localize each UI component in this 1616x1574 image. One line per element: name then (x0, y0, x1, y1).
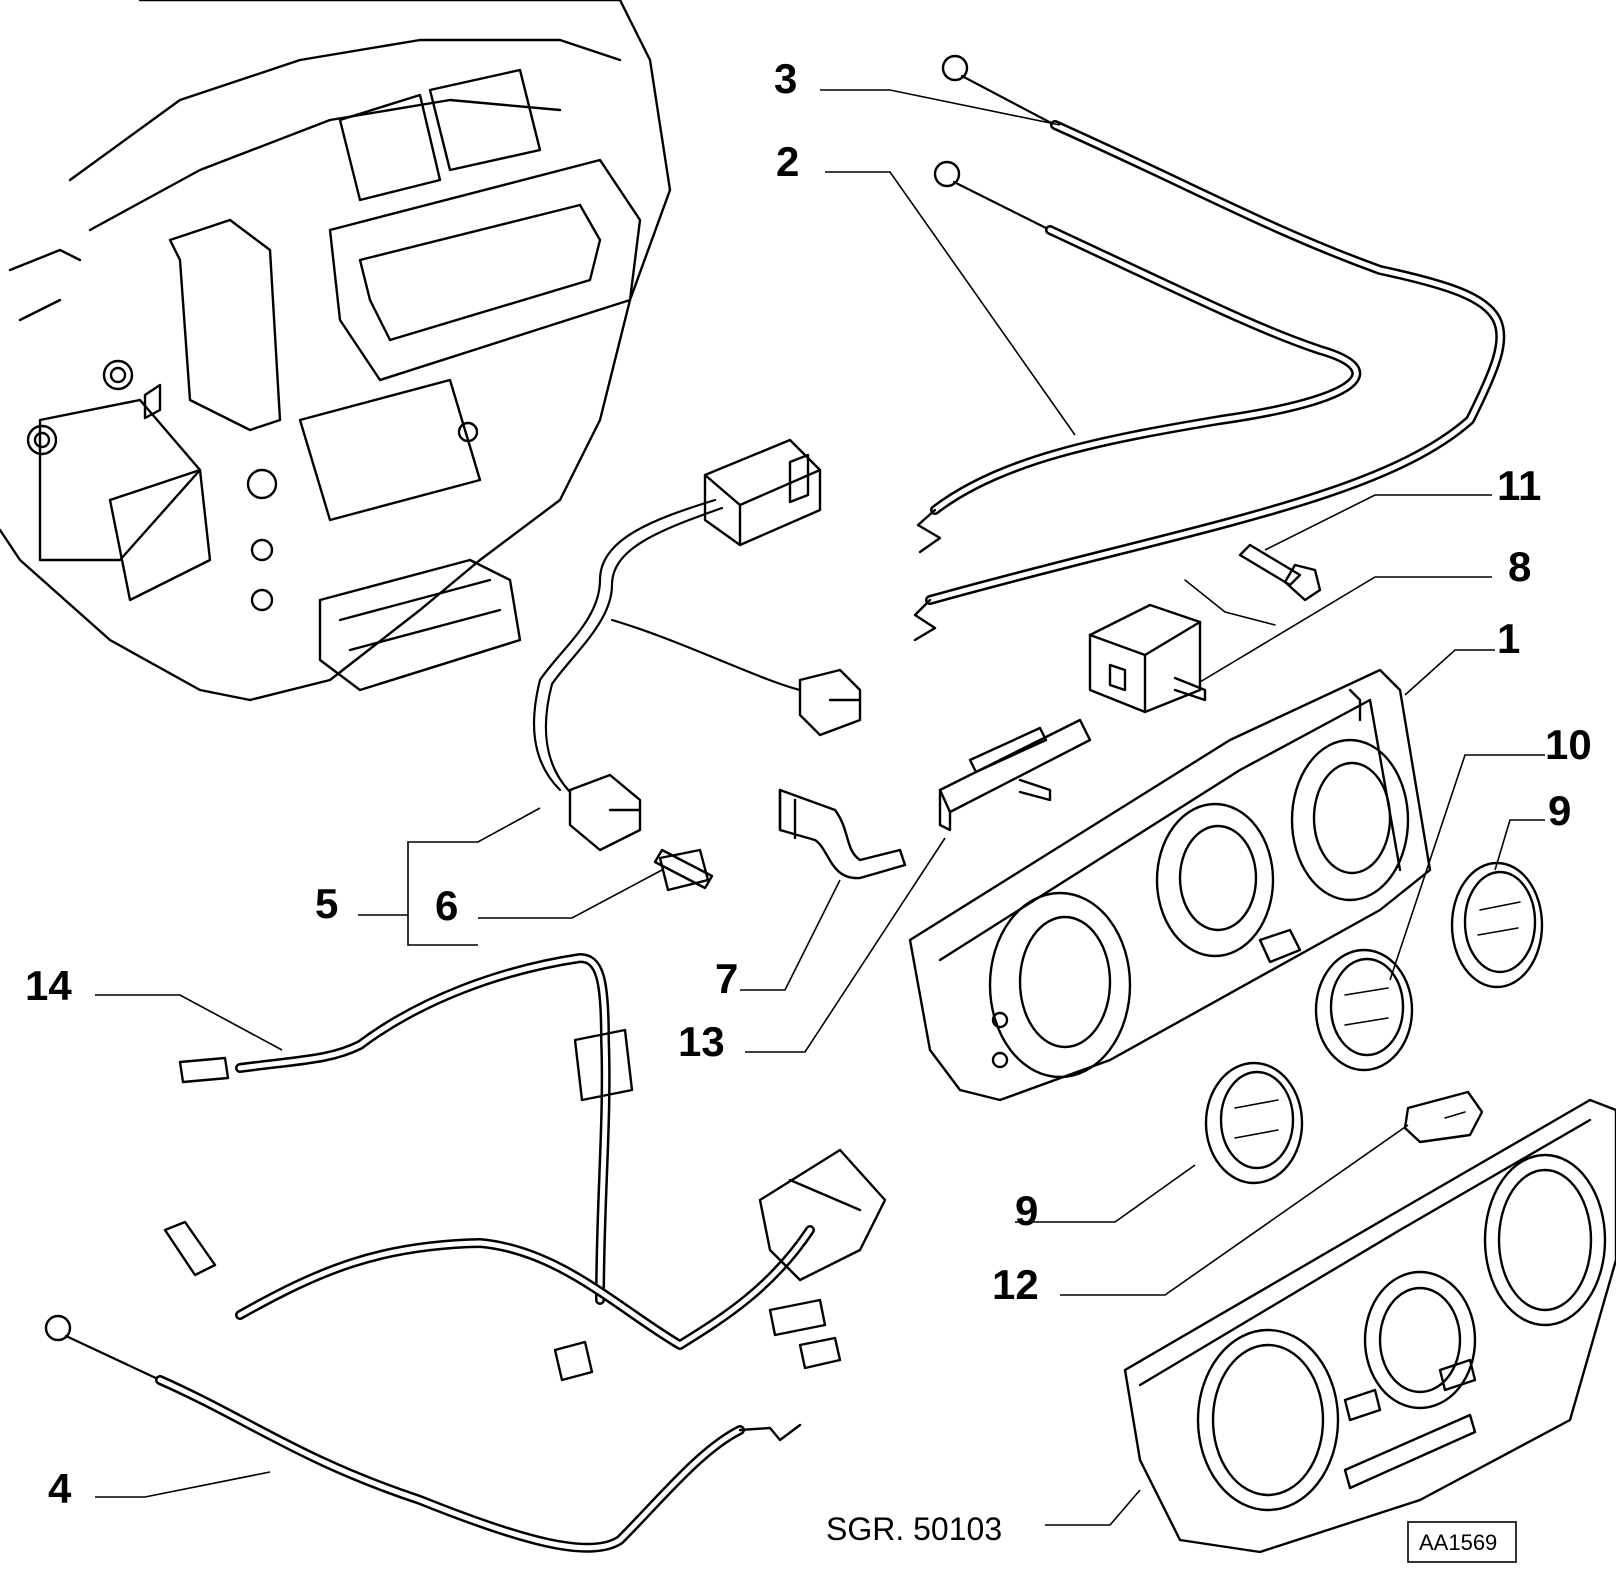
drawing-code: AA1569 (1419, 1530, 1497, 1555)
callout-10: 10 (1545, 721, 1592, 768)
leader-lines (95, 89, 1545, 1526)
wiring-harness (163, 953, 887, 1382)
control-cable-upper (913, 54, 1506, 642)
control-cable-lower (44, 1314, 802, 1553)
callout-4: 4 (48, 1465, 72, 1512)
slide-rail (938, 718, 1092, 832)
callout-2: 2 (776, 138, 799, 185)
callout-8: 8 (1508, 543, 1531, 590)
blower-switch (1088, 579, 1276, 714)
callout-9-lower: 9 (1015, 1187, 1038, 1234)
knob-lower-left (1204, 1061, 1304, 1185)
callout-14: 14 (25, 962, 72, 1009)
callout-13: 13 (678, 1018, 725, 1065)
callout-9-upper: 9 (1548, 787, 1571, 834)
pin (653, 848, 714, 890)
push-button-cap (1403, 1090, 1484, 1144)
callout-1: 1 (1497, 615, 1520, 662)
callout-3: 3 (774, 55, 797, 102)
blower-wiring (532, 438, 862, 892)
callout-11: 11 (1497, 462, 1541, 509)
callout-6: 6 (435, 882, 458, 929)
callout-5: 5 (315, 880, 338, 927)
control-cable-middle (916, 160, 1362, 554)
clip-bracket (778, 788, 907, 880)
control-panel (908, 668, 1432, 1102)
knob-middle (1314, 948, 1414, 1072)
drawing-code-box: AA1569 (1407, 1521, 1517, 1563)
knob-upper-right (1450, 861, 1544, 989)
callout-numbers: 1 2 3 4 5 6 7 8 9 9 10 11 12 13 14 (25, 55, 1592, 1512)
knobs (1204, 861, 1544, 1185)
bolt (1238, 543, 1322, 602)
trim-bezel (1123, 1098, 1616, 1554)
callout-12: 12 (992, 1261, 1039, 1308)
reference-label: SGR. 50103 (826, 1511, 1002, 1547)
heater-housing (0, 0, 672, 702)
callout-7: 7 (715, 955, 738, 1002)
